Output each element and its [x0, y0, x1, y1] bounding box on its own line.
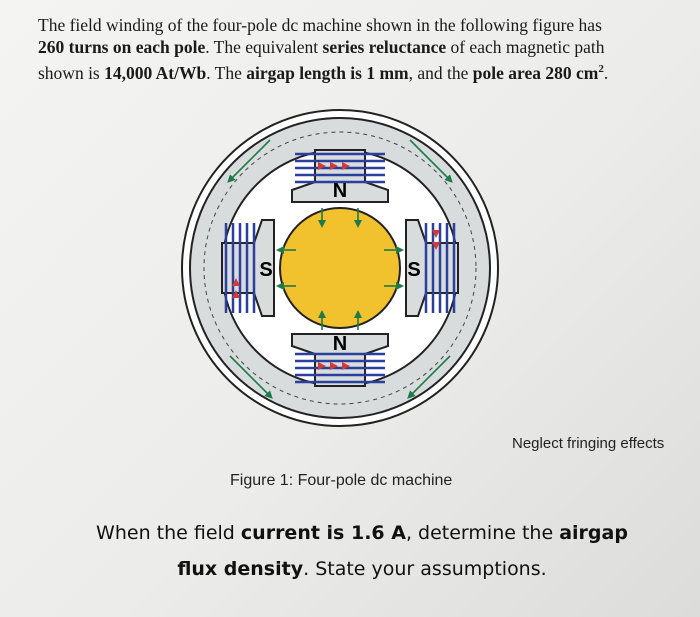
pole-label-left: S	[259, 259, 272, 281]
winding-top	[295, 152, 385, 184]
four-pole-dc-machine-figure: N N S S	[181, 109, 499, 427]
problem-text-1: The field winding of the four-pole dc ma…	[38, 15, 602, 35]
flux-arrows	[227, 139, 453, 399]
question-text: When the field current is 1.6 A, determi…	[52, 515, 672, 587]
flux-density-term: flux density	[177, 558, 304, 580]
problem-text-4: shown is	[38, 62, 105, 83]
question-text-1: When the field	[96, 522, 241, 544]
series-reluctance-term: series reluctance	[322, 37, 447, 57]
question-text-2: , determine the	[405, 522, 560, 544]
flux-path-dashed	[203, 131, 477, 405]
reluctance-value: 14,000 At/Wb	[104, 62, 207, 83]
airgap-length: airgap length is 1 mm	[246, 62, 409, 83]
problem-text-5: . The	[206, 62, 247, 83]
problem-text-6: , and the	[408, 62, 473, 83]
problem-text-7: .	[603, 62, 609, 83]
field-current: current is 1.6 A	[240, 522, 406, 544]
winding-bottom	[295, 352, 385, 384]
winding-right	[424, 223, 456, 313]
turns-per-pole: 260 turns on each pole	[38, 37, 206, 57]
rotor	[279, 207, 401, 329]
pole-label-top: N	[333, 180, 347, 202]
current-arrows	[232, 162, 440, 370]
problem-text-3: of each magnetic path	[446, 37, 605, 57]
pole-label-bottom: N	[333, 333, 347, 355]
pole-label-right: S	[407, 259, 420, 281]
problem-text-2: . The equivalent	[205, 37, 323, 57]
question-text-3: . State your assumptions.	[303, 558, 547, 580]
airgap-term: airgap	[559, 522, 628, 544]
problem-statement: The field winding of the four-pole dc ma…	[38, 14, 678, 84]
neglect-fringing-note: Neglect fringing effects	[512, 435, 665, 452]
pole-area: pole area 280 cm2	[472, 62, 604, 83]
figure-caption: Figure 1: Four-pole dc machine	[230, 472, 453, 489]
